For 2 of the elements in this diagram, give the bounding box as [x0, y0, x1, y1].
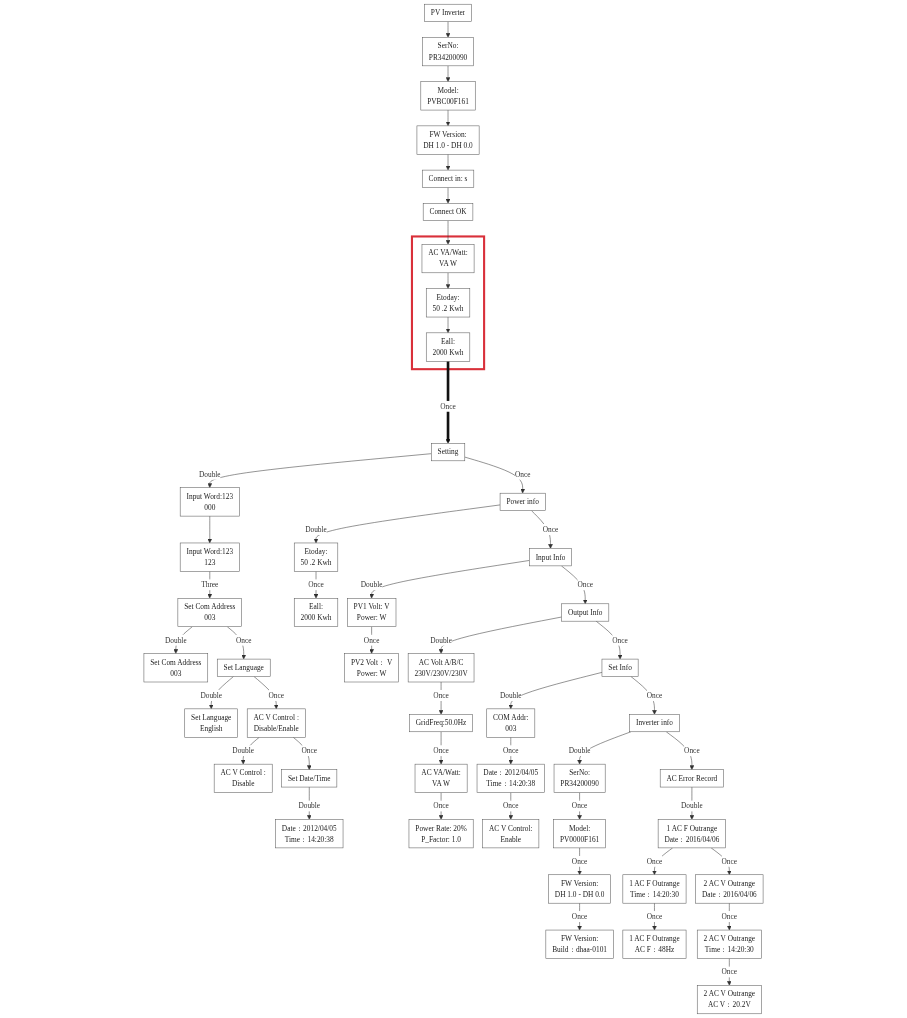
- cluster: [410, 235, 486, 371]
- arrow: [445, 361, 451, 444]
